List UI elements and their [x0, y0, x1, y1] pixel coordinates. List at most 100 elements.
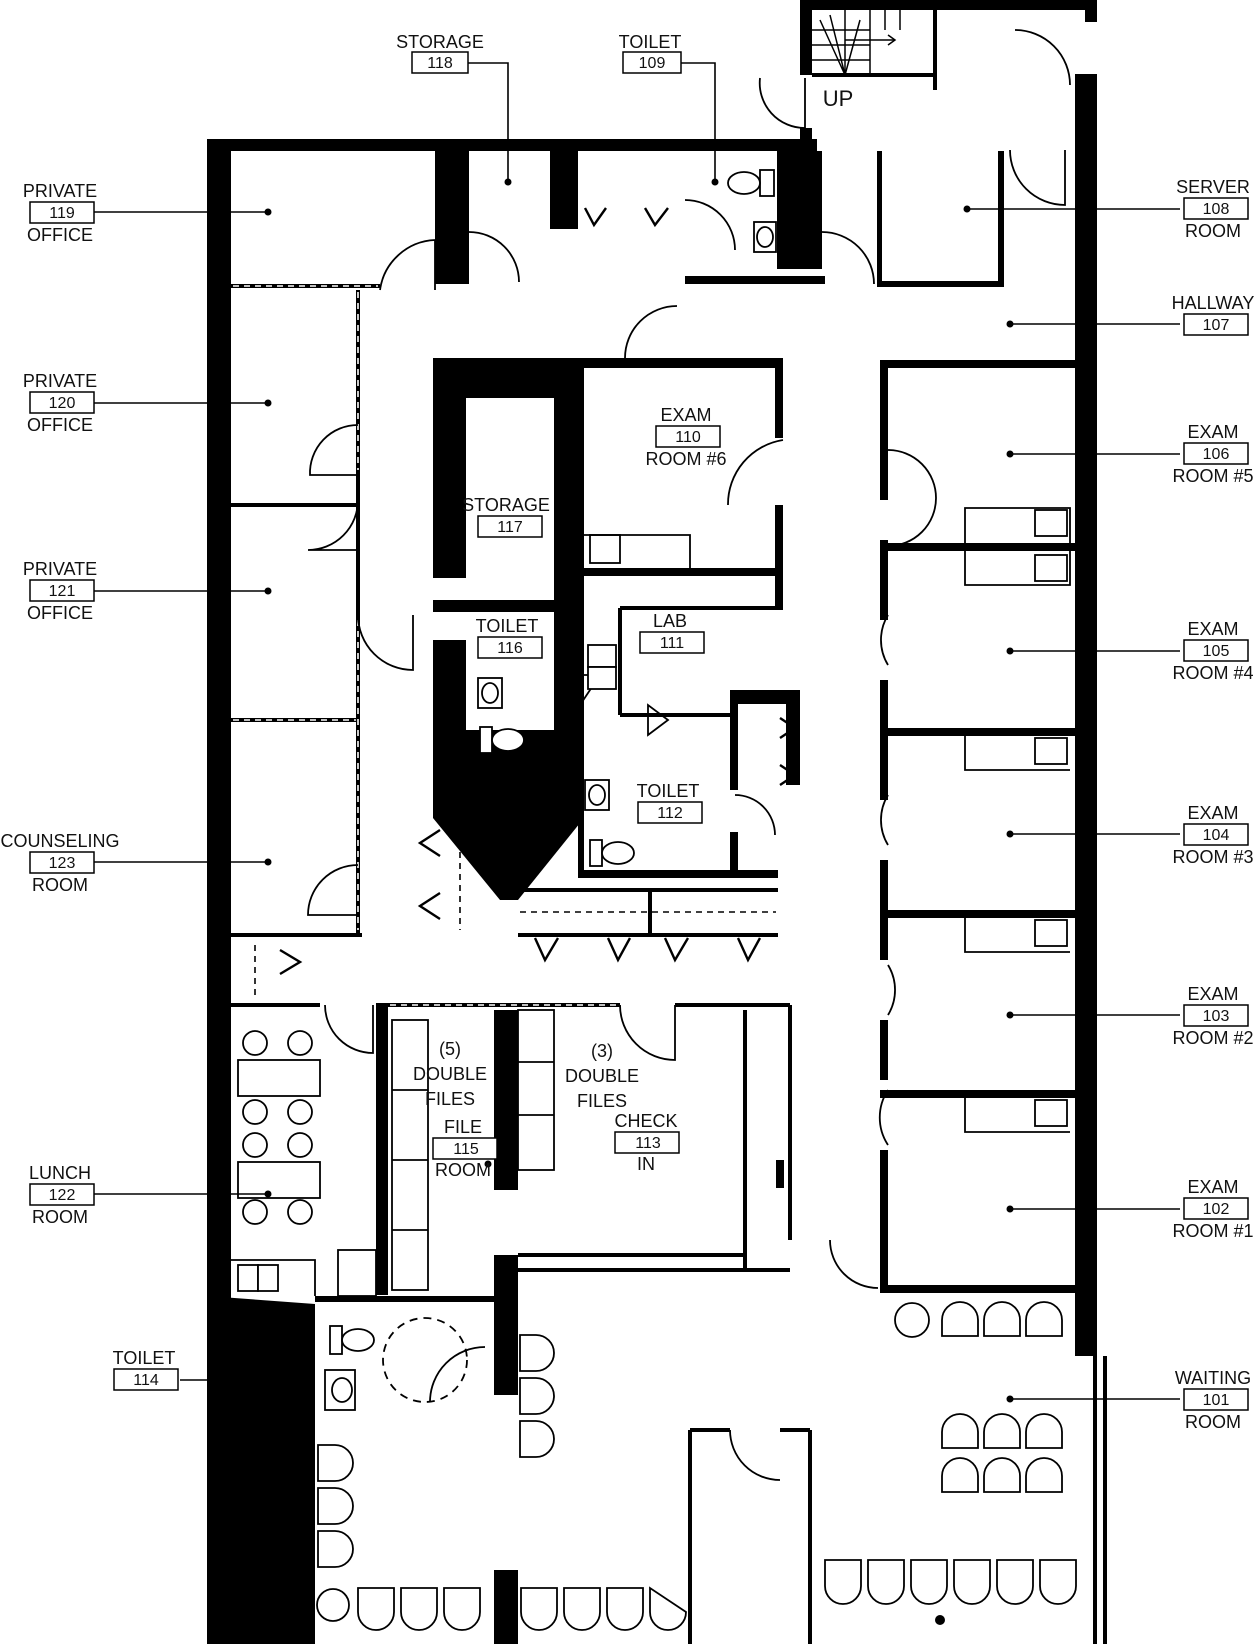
door-lunch: [324, 1004, 374, 1054]
tag-box-103: [1183, 1004, 1249, 1027]
room-name-119: PRIVATE: [23, 181, 97, 201]
wall-stair-lower: [800, 128, 812, 150]
room-name-106: EXAM: [1187, 422, 1238, 442]
seat: [443, 1587, 481, 1631]
tag-box-115: [432, 1137, 498, 1160]
tag-box-123: [29, 851, 95, 874]
chair: [242, 1099, 268, 1125]
seat: [317, 1487, 354, 1525]
room-name-114: TOILET: [113, 1348, 176, 1368]
seat: [1025, 1301, 1063, 1337]
toilet-112-bowl: [601, 841, 635, 865]
stair-winder: [819, 14, 861, 76]
room-suffix-122: ROOM: [32, 1207, 88, 1227]
wall-exam-bank-west5: [880, 1020, 888, 1080]
room-name-102: EXAM: [1187, 1177, 1238, 1197]
cabinet-chevrons: [279, 207, 798, 976]
toilet-112: [589, 839, 603, 867]
room-number-107: 107: [1203, 317, 1230, 334]
room-number-120: 120: [49, 395, 76, 412]
room-name-101: WAITING: [1175, 1368, 1251, 1388]
room-name-103: EXAM: [1187, 984, 1238, 1004]
room-suffix-123: ROOM: [32, 875, 88, 895]
room-name-112: TOILET: [637, 781, 700, 801]
chevron: [417, 891, 441, 921]
room-number-119: 119: [49, 205, 75, 222]
files5-line2: FILES: [425, 1089, 475, 1109]
tag-box-116: [477, 636, 543, 659]
room-name-111: LAB: [653, 611, 687, 631]
wall-stair-west: [800, 0, 812, 75]
wall-file-divider: [494, 1010, 518, 1190]
files3-count: (3): [591, 1041, 613, 1061]
room-suffix-106: ROOM #5: [1172, 466, 1253, 486]
chevron: [279, 948, 303, 976]
chair: [242, 1030, 268, 1056]
seat: [983, 1301, 1021, 1337]
leader-118: [467, 62, 509, 182]
door-stair-lower: [758, 77, 806, 129]
seat: [824, 1559, 862, 1605]
seat: [649, 1586, 687, 1631]
room-name-110: EXAM: [660, 405, 711, 425]
wall-stair-east: [1085, 0, 1097, 22]
wall-lunch-east: [376, 1005, 388, 1295]
room-labels: UP STORAGE 118 TOILET 109 PRIVATE 119 OF…: [0, 32, 1254, 1432]
seat-round: [894, 1302, 930, 1338]
wall-core-north: [433, 358, 781, 368]
room-suffix-105: ROOM #4: [1172, 663, 1253, 683]
tag-box-117: [477, 515, 543, 538]
lunch-chairs: [242, 1030, 313, 1225]
wall-storage118-west: [435, 151, 469, 284]
wall-exam-bank-west1: [880, 360, 888, 500]
dot: [711, 178, 719, 186]
room-name-109: TOILET: [619, 32, 682, 52]
door-exam110: [624, 305, 678, 359]
room-suffix-108: ROOM: [1185, 221, 1241, 241]
room-number-110: 110: [675, 429, 701, 446]
room-number-113: 113: [635, 1135, 661, 1152]
tag-box-106: [1183, 442, 1249, 465]
seat: [996, 1559, 1034, 1605]
toilet-114: [329, 1325, 343, 1355]
door-120: [309, 424, 359, 476]
wall-server-east: [998, 151, 1004, 287]
tag-box-121: [29, 579, 95, 602]
room-number-108: 108: [1203, 201, 1230, 218]
room-name-105: EXAM: [1187, 619, 1238, 639]
leader-109: [681, 62, 716, 182]
dot: [1006, 1205, 1014, 1213]
tag-box-122: [29, 1183, 95, 1206]
room-number-111: 111: [660, 635, 684, 652]
tag-box-101: [1183, 1388, 1249, 1411]
stair-up-label: UP: [823, 86, 854, 111]
counter-102: [964, 1098, 1070, 1133]
room-name-115: FILE: [444, 1117, 482, 1137]
dot: [963, 205, 971, 213]
wall-checkin-east: [776, 1160, 784, 1188]
toilet-114-bowl: [341, 1328, 375, 1352]
tag-box-107: [1183, 313, 1249, 336]
chevron: [779, 717, 798, 739]
waiting-seats: [316, 1301, 1077, 1631]
dot: [264, 399, 272, 407]
wall-core-wedge: [433, 810, 584, 900]
seat: [1025, 1413, 1063, 1449]
sink-111b: [587, 666, 617, 690]
chevron: [779, 764, 798, 786]
seat: [983, 1457, 1021, 1493]
chair: [287, 1099, 313, 1125]
leader-lines: [93, 62, 1180, 1400]
seat: [520, 1587, 558, 1631]
wall-toilet112-south: [578, 870, 778, 878]
sink-116-bowl: [481, 682, 499, 704]
counter-122b: [337, 1249, 377, 1297]
room-name-123: COUNSELING: [0, 831, 119, 851]
dot: [1006, 1011, 1014, 1019]
sink-122a: [237, 1264, 259, 1292]
room-number-117: 117: [497, 519, 523, 536]
room-name-122: LUNCH: [29, 1163, 91, 1183]
chevron: [533, 937, 560, 963]
files3-line1: DOUBLE: [565, 1066, 639, 1086]
counter-110: [584, 534, 691, 568]
